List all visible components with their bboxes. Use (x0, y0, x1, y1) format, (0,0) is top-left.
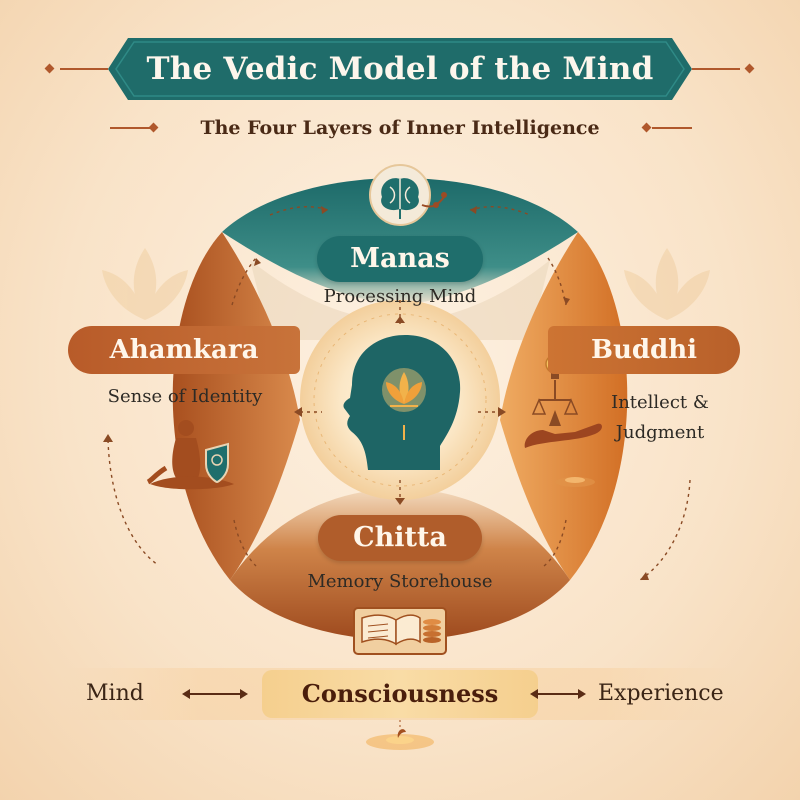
manas-description: Processing Mind (323, 286, 477, 307)
ahamkara-description: Sense of Identity (107, 386, 263, 407)
buddhi-description-line2: Judgment (615, 422, 705, 443)
buddhi-description-line1: Intellect & (611, 392, 709, 413)
chitta-segment (230, 488, 570, 640)
footer-experience-label: Experience (598, 681, 724, 706)
title-banner: The Vedic Model of the Mind (108, 38, 692, 100)
page-title: The Vedic Model of the Mind (146, 51, 654, 87)
background-lotus-right (624, 248, 710, 320)
ahamkara-segment (172, 232, 300, 580)
title-rule-right (692, 68, 740, 70)
title-rule-left (60, 68, 108, 70)
buddhi-segment (500, 232, 628, 580)
subtitle-rule-right (652, 127, 692, 129)
double-arrow-left-icon (182, 689, 248, 699)
ahamkara-title: Ahamkara (68, 326, 300, 374)
manas-title: Manas (317, 236, 483, 282)
consciousness-highlight (262, 670, 538, 718)
buddhi-description: Intellect & Judgment (585, 388, 735, 448)
manas-segment-lower (250, 260, 550, 340)
chitta-title: Chitta (318, 515, 482, 561)
footer-consciousness-label: Consciousness (301, 679, 499, 708)
meditating-figure-shield-icon (146, 420, 234, 490)
subtitle-rule-left (110, 127, 150, 129)
subtitle: The Four Layers of Inner Intelligence (200, 117, 600, 139)
chitta-description: Memory Storehouse (307, 571, 493, 592)
book-coins-icon (353, 607, 447, 655)
background-lotus-left (102, 248, 188, 320)
buddhi-title: Buddhi (548, 326, 740, 374)
lotus-on-head (382, 368, 426, 412)
brain-icon (369, 164, 447, 226)
footer-mind-label: Mind (86, 681, 144, 706)
double-arrow-right-icon (530, 689, 586, 699)
